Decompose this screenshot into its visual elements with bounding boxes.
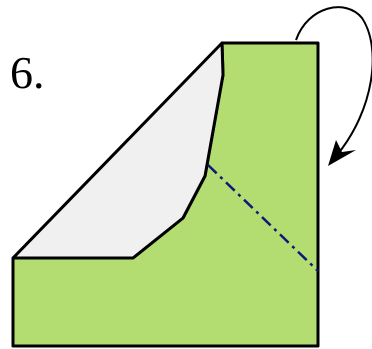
step-number: 6. [10, 47, 45, 98]
paper-back-flap [11, 41, 225, 260]
turn-over-arrow [295, 6, 372, 156]
valley-fold-line [207, 164, 319, 272]
arrowhead-icon [328, 140, 356, 166]
